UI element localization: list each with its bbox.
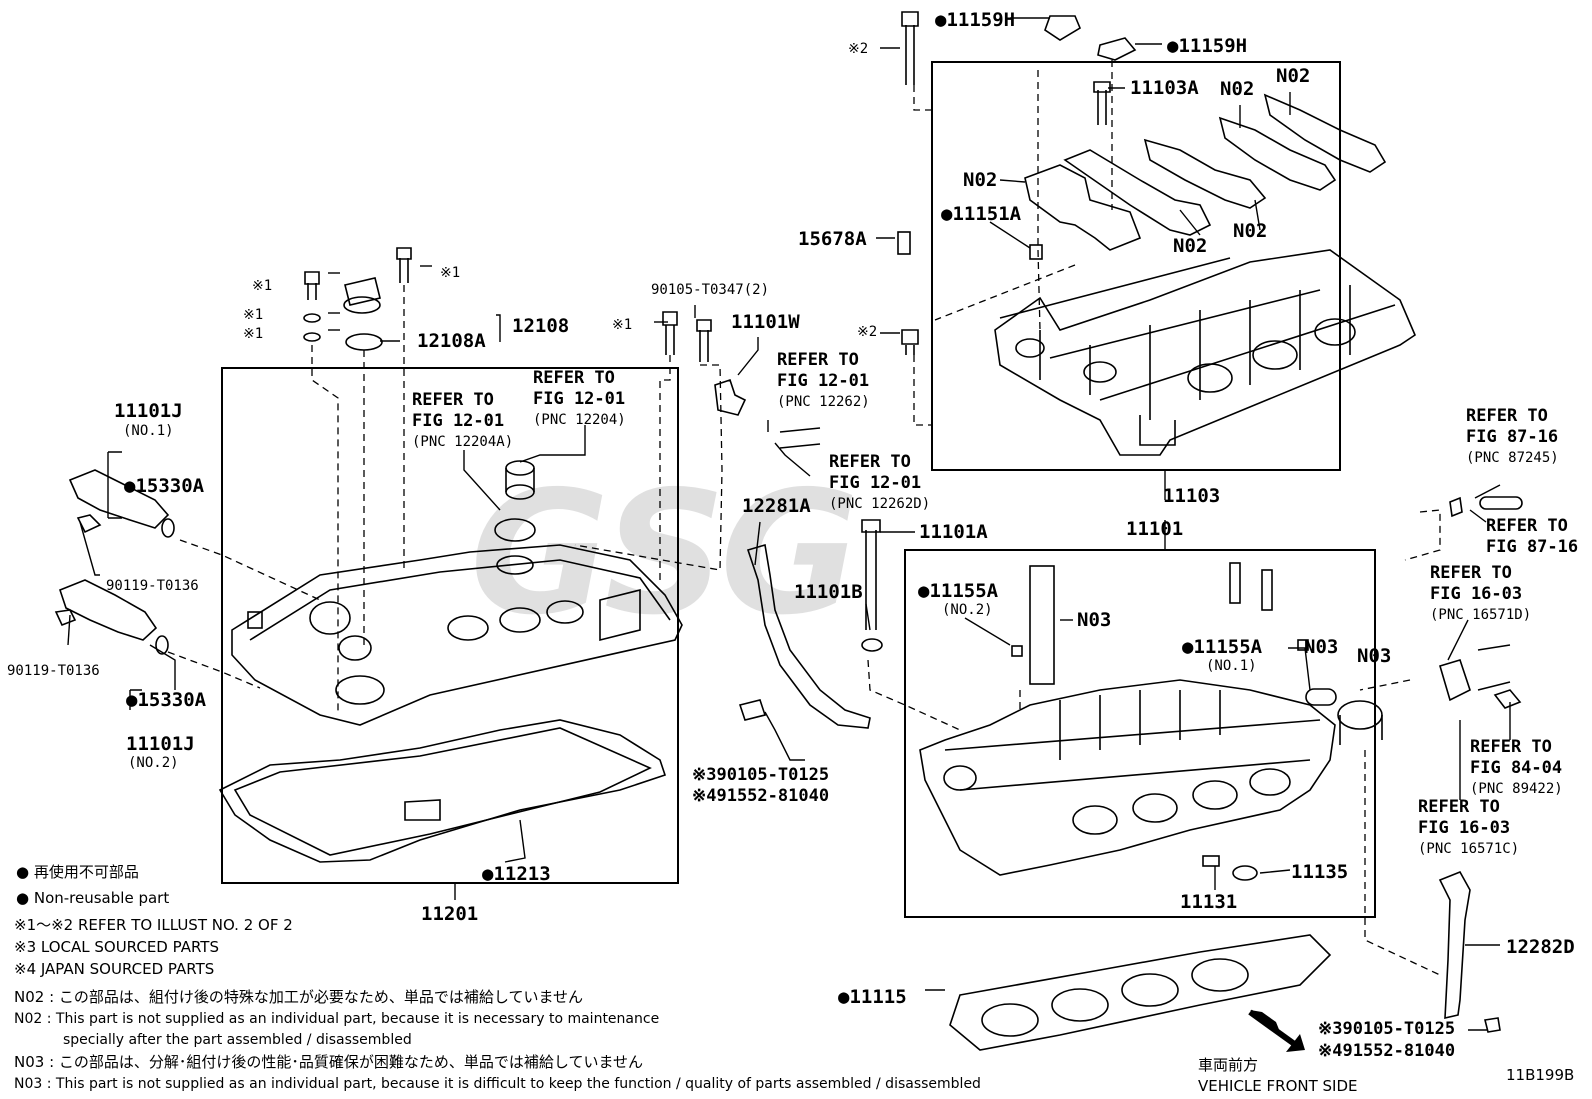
label-11155A-b: ●11155A <box>1182 636 1263 658</box>
label-mark2-a: ※2 <box>848 41 869 57</box>
label-11101W: 11101W <box>731 311 800 333</box>
label-n02-a: N02 <box>1220 78 1255 100</box>
legend-note-3: ※3 LOCAL SOURCED PARTS <box>14 938 219 956</box>
label-12281A: 12281A <box>742 495 811 517</box>
label-n02-e: N02 <box>1233 220 1268 242</box>
label-n02-d: N02 <box>1173 235 1208 257</box>
label-11131: 11131 <box>1180 891 1238 913</box>
label-12108: 12108 <box>512 315 570 337</box>
box-11201 <box>221 367 679 884</box>
camshaft-housing-drawing <box>897 81 1416 456</box>
label-mark1-e: ※1 <box>612 317 633 333</box>
front-label-en: VEHICLE FRONT SIDE <box>1198 1077 1358 1095</box>
label-11155A-a: ●11155A <box>918 580 999 602</box>
legend-note-4: ※4 JAPAN SOURCED PARTS <box>14 960 215 978</box>
label-11103A: 11103A <box>1130 77 1199 99</box>
label-11101B: 11101B <box>794 581 863 603</box>
label-no2: (NO.2) <box>128 755 179 771</box>
label-15678A: 15678A <box>798 228 867 250</box>
cylinder-head-drawing <box>738 496 1523 1051</box>
label-90119-a: 90119-T0136 <box>106 578 199 594</box>
label-mark2-b: ※2 <box>857 324 878 340</box>
label-12282D: 12282D <box>1506 936 1575 958</box>
legend-n03-en: N03 : This part is not supplied as an in… <box>14 1076 981 1092</box>
label-90119-b: 90119-T0136 <box>7 663 100 679</box>
label-mark1-b: ※1 <box>243 307 264 323</box>
label-n02-c: N02 <box>963 169 998 191</box>
label-mark1-c: ※1 <box>243 326 264 342</box>
label-n03-b: N03 <box>1304 636 1339 658</box>
legend-n02-jp: N02 : この部品は、組付け後の特殊な加工が必要なため、単品では補給していませ… <box>14 988 584 1006</box>
legend-jp-nonreusable: ● 再使用不可部品 <box>16 863 139 881</box>
label-11159H-a: ●11159H <box>935 9 1016 31</box>
legend-n03-jp: N03 : この部品は、分解･組付け後の性能･品質確保が困難なため、単品では補給… <box>14 1053 644 1071</box>
label-11101: 11101 <box>1126 518 1184 540</box>
label-11151A: ●11151A <box>941 203 1022 225</box>
label-3-90105-b: ※390105-T0125 <box>1318 1019 1456 1039</box>
top-bolts <box>901 11 1137 355</box>
label-11159H-b: ●11159H <box>1167 35 1248 57</box>
label-11213: ●11213 <box>482 863 551 885</box>
label-3-90105-a: ※390105-T0125 <box>692 765 830 785</box>
label-mark1-a: ※1 <box>252 278 273 294</box>
figure-id: 11B199B <box>1506 1066 1575 1084</box>
label-12108A: 12108A <box>417 330 486 352</box>
label-11115: ●11115 <box>838 986 907 1008</box>
legend-note-12: ※1～※2 REFER TO ILLUST NO. 2 OF 2 <box>14 916 293 934</box>
label-n03-c: N03 <box>1357 645 1392 667</box>
front-label-jp: 車両前方 <box>1198 1056 1259 1074</box>
label-11135: 11135 <box>1291 861 1349 883</box>
label-11101J-b: 11101J <box>126 733 195 755</box>
label-n02-b: N02 <box>1276 65 1311 87</box>
label-11103: 11103 <box>1163 485 1221 507</box>
label-11101A: 11101A <box>919 521 988 543</box>
watermark: GSG <box>470 455 860 653</box>
label-11155A-a-sub: (NO.2) <box>942 602 993 618</box>
box-11103 <box>931 61 1341 471</box>
label-15330A-a: ●15330A <box>124 475 205 497</box>
label-no1: (NO.1) <box>123 423 174 439</box>
label-11201: 11201 <box>421 903 479 925</box>
label-mark1-d: ※1 <box>440 265 461 281</box>
label-n03-a: N03 <box>1077 609 1112 631</box>
box-11101 <box>904 549 1376 918</box>
label-11155A-b-sub: (NO.1) <box>1206 658 1257 674</box>
label-11101J-a: 11101J <box>114 400 183 422</box>
ocv-valves-drawing <box>54 469 175 655</box>
legend-n02-en: N02 : This part is not supplied as an in… <box>14 1011 660 1027</box>
label-4-491552-b: ※491552-81040 <box>1318 1041 1456 1061</box>
label-15330A-b: ●15330A <box>126 689 207 711</box>
label-90105-T0347: 90105-T0347(2) <box>651 282 770 298</box>
label-4-491552-a: ※491552-81040 <box>692 786 830 806</box>
legend-en-nonreusable: ● Non-reusable part <box>16 889 170 907</box>
legend-n02-en2: specially after the part assembled / dis… <box>63 1032 412 1048</box>
